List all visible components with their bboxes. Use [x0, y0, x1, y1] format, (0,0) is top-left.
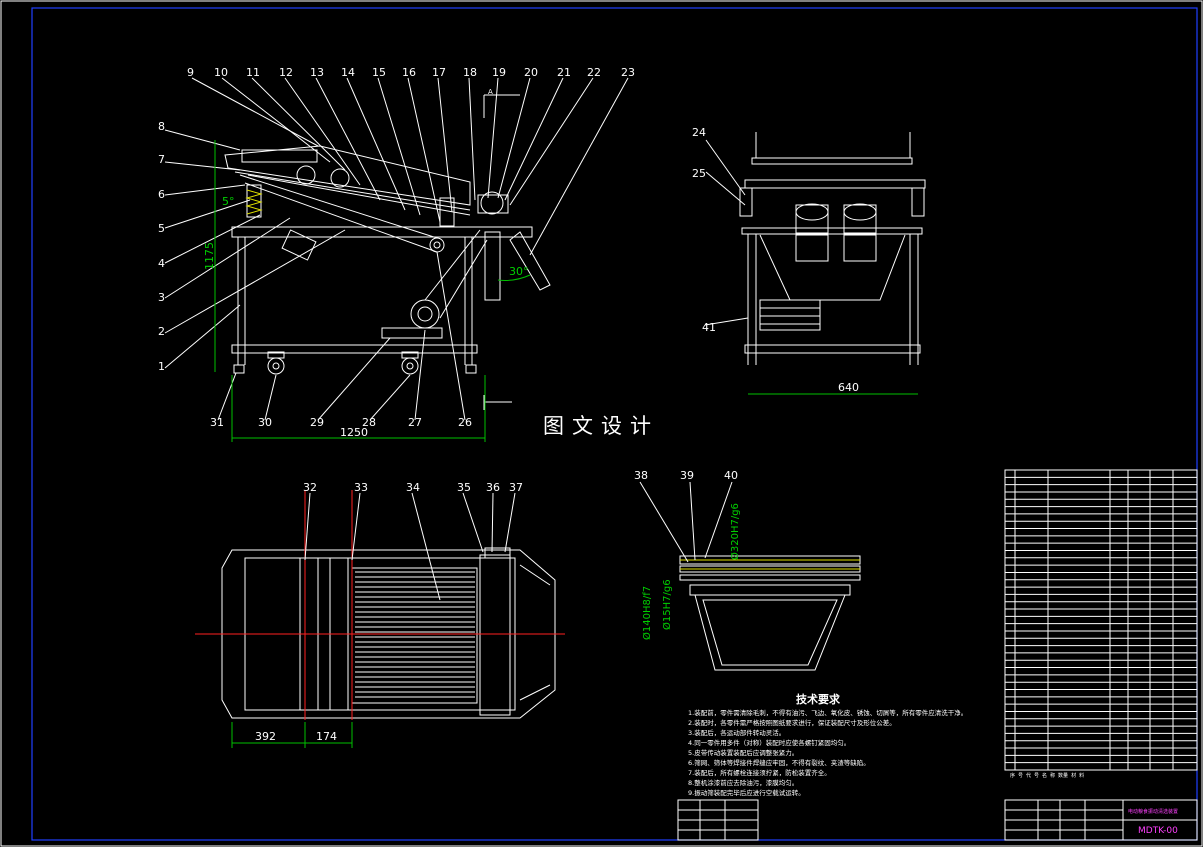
drawing-border [31, 7, 1198, 841]
callout-22: 22 [587, 66, 601, 79]
fit-15: Ø15H7/g6 [661, 579, 673, 630]
detail-view: 38 39 40 Ø140H8/f7 Ø15H7/g6 Ø320H7/g6 [634, 469, 861, 671]
callout-28: 28 [362, 416, 376, 429]
callout-37: 37 [509, 481, 523, 494]
parts-table: 序 号 代 号 名 称 数量 材 料 [1004, 469, 1198, 779]
tech-item: 4.同一零件用多件（对称）装配时应使各螺钉紧固均匀。 [688, 738, 850, 747]
title-block-title: 电动粮食振动清选装置 [1128, 808, 1178, 815]
front-view: 30° 5° [158, 66, 635, 442]
angle-5-label: 5° [222, 195, 235, 208]
callout-24: 24 [692, 126, 706, 139]
top-view: 392 174 32 33 34 35 36 37 [195, 481, 565, 748]
callout-3: 3 [158, 291, 165, 304]
callout-5: 5 [158, 222, 165, 235]
dim-height-front: 1175 [203, 242, 216, 270]
callout-14: 14 [341, 66, 355, 79]
callout-15: 15 [372, 66, 386, 79]
callout-18: 18 [463, 66, 477, 79]
callout-7: 7 [158, 153, 165, 166]
parts-table-footer: 序 号 代 号 名 称 数量 材 料 [1010, 772, 1084, 779]
callout-36: 36 [486, 481, 500, 494]
callout-21: 21 [557, 66, 571, 79]
fit-140: Ø140H8/f7 [641, 586, 653, 640]
callout-29: 29 [310, 416, 324, 429]
callout-19: 19 [492, 66, 506, 79]
callout-1: 1 [158, 360, 165, 373]
callout-13: 13 [310, 66, 324, 79]
callout-33: 33 [354, 481, 368, 494]
front-callouts: 9 10 11 12 13 14 15 16 17 18 19 20 21 22… [158, 66, 635, 429]
drawing-code: MDTK-00 [1138, 826, 1178, 836]
callout-6: 6 [158, 188, 165, 201]
dim-392: 392 [255, 730, 276, 743]
callout-16: 16 [402, 66, 416, 79]
callout-26: 26 [458, 416, 472, 429]
callout-12: 12 [279, 66, 293, 79]
side-view: 640 24 25 41 [692, 126, 926, 395]
dim-width-front: 1250 [340, 426, 368, 439]
callout-34: 34 [406, 481, 420, 494]
tech-item: 3.装配后，各运动部件转动灵活。 [688, 728, 785, 737]
callout-30: 30 [258, 416, 272, 429]
callout-2: 2 [158, 325, 165, 338]
callout-25: 25 [692, 167, 706, 180]
tech-item: 9.振动筛装配完毕后应进行空载试运转。 [688, 788, 805, 797]
tech-title: 技术要求 [796, 692, 841, 706]
tech-item: 1.装配前，零件需清除毛刺，不得有油污、飞边、氧化皮、锈蚀、切屑等，所有零件应清… [688, 708, 967, 717]
watermark-text: 图文设计 [543, 414, 659, 438]
callout-10: 10 [214, 66, 228, 79]
tech-item: 6.筛网、筛体等焊接件焊缝应牢固，不得有裂纹、夹渣等缺陷。 [688, 758, 870, 767]
angle-30-label: 30° [509, 265, 529, 278]
tech-item: 2.装配时，各零件需严格按照图纸要求进行，保证装配尺寸及形位公差。 [688, 718, 896, 727]
callout-9: 9 [187, 66, 194, 79]
dim-width-side: 640 [838, 381, 859, 394]
callout-11: 11 [246, 66, 260, 79]
callout-17: 17 [432, 66, 446, 79]
callout-35: 35 [457, 481, 471, 494]
callout-4: 4 [158, 257, 165, 270]
callout-23: 23 [621, 66, 635, 79]
callout-20: 20 [524, 66, 538, 79]
callout-31: 31 [210, 416, 224, 429]
dim-174: 174 [316, 730, 337, 743]
tech-requirements: 技术要求 1.装配前，零件需清除毛刺，不得有油污、飞边、氧化皮、锈蚀、切屑等，所… [688, 692, 967, 797]
section-mark-a: A [488, 88, 493, 96]
callout-41: 41 [702, 321, 716, 334]
callout-40: 40 [724, 469, 738, 482]
fit-320: Ø320H7/g6 [729, 503, 741, 560]
callout-27: 27 [408, 416, 422, 429]
callout-32: 32 [303, 481, 317, 494]
callout-38: 38 [634, 469, 648, 482]
callout-39: 39 [680, 469, 694, 482]
title-block: 电动粮食振动清选装置 MDTK-00 [677, 799, 1198, 841]
callout-8: 8 [158, 120, 165, 133]
tech-item: 7.装配后，所有螺栓连接须拧紧，防松装置齐全。 [688, 768, 831, 777]
tech-item: 8.整机涂漆前应去除油污，漆膜均匀。 [688, 778, 798, 787]
tech-item: 5.皮带传动装置装配后应调整张紧力。 [688, 748, 798, 757]
